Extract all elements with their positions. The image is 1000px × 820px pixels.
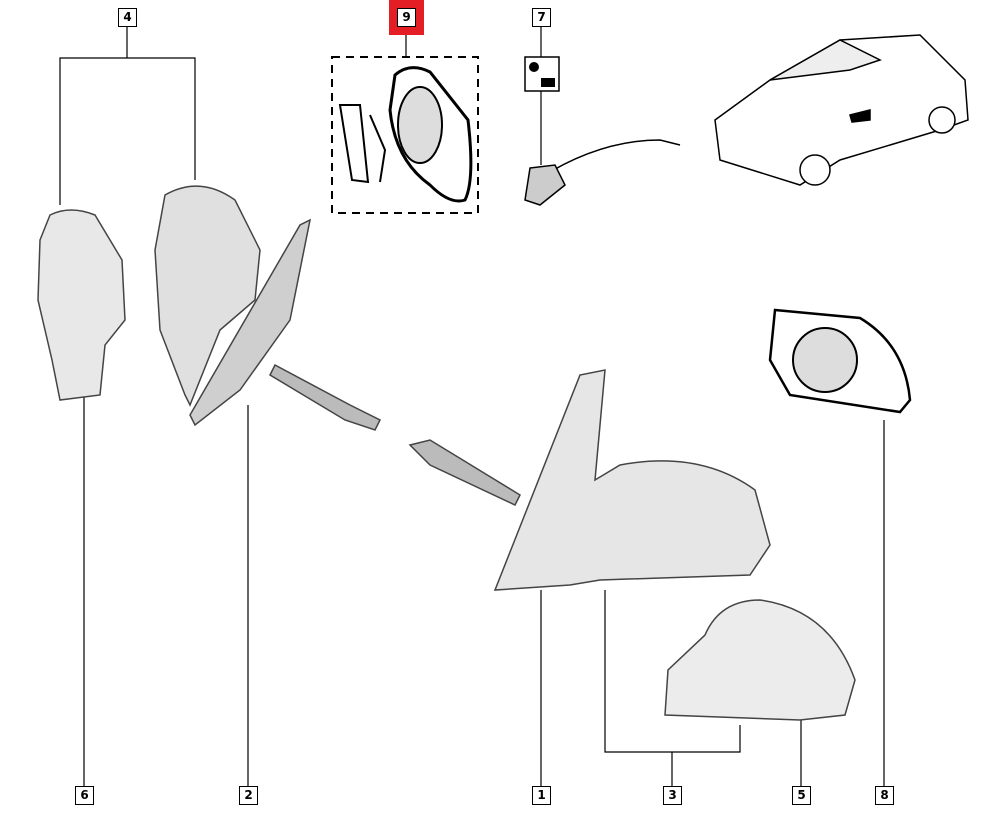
- callout-5[interactable]: 5: [792, 786, 811, 805]
- callout-3[interactable]: 3: [663, 786, 682, 805]
- kit-dashed-box: [331, 56, 479, 214]
- heated-mirror-icon: [524, 56, 560, 92]
- heating-wire-part: [524, 139, 681, 206]
- callout-7[interactable]: 7: [532, 8, 551, 27]
- mirror-glass-part-8: [768, 308, 912, 414]
- callout-1[interactable]: 1: [532, 786, 551, 805]
- mirror-base-part-2: [154, 185, 382, 431]
- mirror-assembly-part-1: [408, 369, 771, 591]
- mirror-glass-kit-part: [338, 66, 473, 203]
- callout-9-highlighted[interactable]: 9: [389, 0, 424, 35]
- callout-6[interactable]: 6: [75, 786, 94, 805]
- car-illustration: [714, 34, 969, 186]
- mirror-cover-part-5: [664, 599, 856, 721]
- callout-2[interactable]: 2: [239, 786, 258, 805]
- callout-8[interactable]: 8: [875, 786, 894, 805]
- mirror-cover-part-6: [37, 209, 126, 401]
- callout-4[interactable]: 4: [118, 8, 137, 27]
- leader-lines: [59, 26, 885, 787]
